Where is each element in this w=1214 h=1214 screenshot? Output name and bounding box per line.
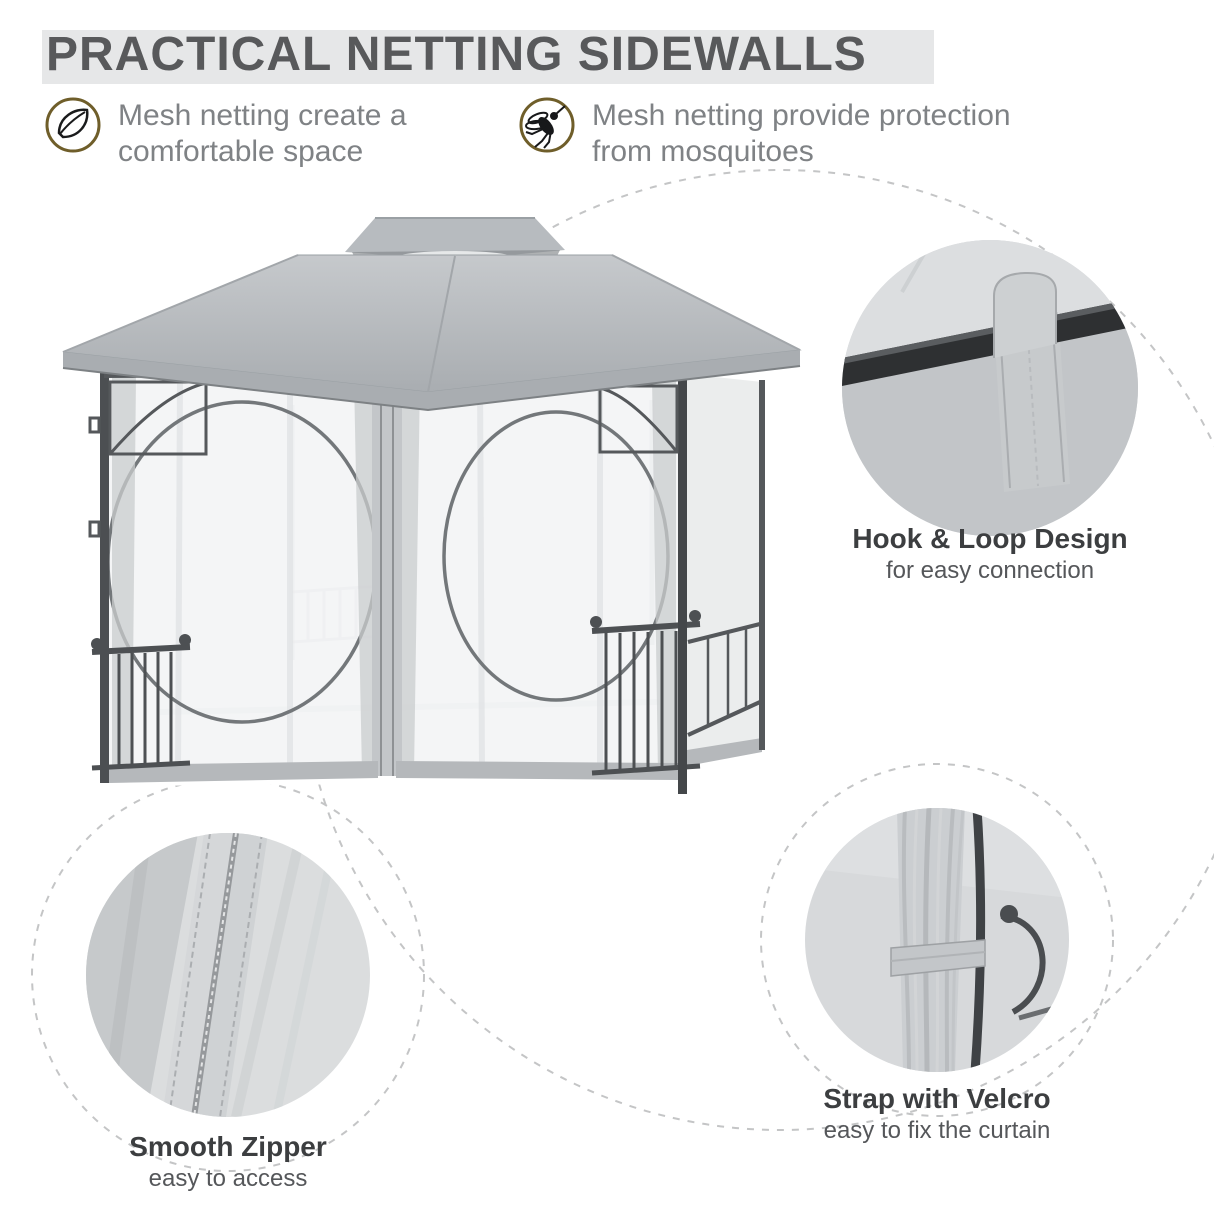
callout-title: Smooth Zipper	[129, 1131, 327, 1162]
gazebo-illustration	[62, 217, 802, 794]
strap-velcro-photo	[805, 808, 1069, 1072]
feature-comfort: Mesh netting create a comfortable space	[44, 96, 407, 170]
strap-velcro-caption: Strap with Velcro easy to fix the curtai…	[757, 1082, 1117, 1146]
page-title: PRACTICAL NETTING SIDEWALLS	[46, 28, 867, 81]
callout-title: Hook & Loop Design	[852, 523, 1128, 554]
zipper-photo	[86, 833, 370, 1117]
hook-loop-photo	[842, 240, 1138, 536]
hook-loop-closeup-icon	[842, 240, 1138, 536]
feature-line: Mesh netting provide protection	[592, 99, 1011, 132]
title-highlight-band	[42, 30, 934, 84]
leaf-icon	[45, 97, 101, 153]
feature-mosquito-text: Mesh netting provide protection from mos…	[592, 98, 1011, 170]
feature-line: from mosquitoes	[592, 135, 814, 168]
callout-title: Strap with Velcro	[823, 1083, 1051, 1114]
feature-mosquito-protection: Mesh netting provide protection from mos…	[518, 96, 1011, 170]
callout-subtitle: easy to access	[148, 1165, 308, 1192]
feature-comfort-text: Mesh netting create a comfortable space	[118, 98, 407, 170]
hook-loop-caption: Hook & Loop Design for easy connection	[808, 522, 1172, 586]
callout-subtitle: easy to fix the curtain	[823, 1117, 1051, 1144]
callout-subtitle: for easy connection	[885, 557, 1095, 584]
zipper-caption: Smooth Zipper easy to access	[48, 1130, 408, 1194]
strap-velcro-closeup-icon	[805, 808, 1069, 1072]
feature-line: Mesh netting create a	[118, 99, 407, 132]
mosquito-icon	[519, 97, 575, 153]
zipper-closeup-icon	[86, 833, 370, 1117]
feature-line: comfortable space	[118, 135, 364, 168]
